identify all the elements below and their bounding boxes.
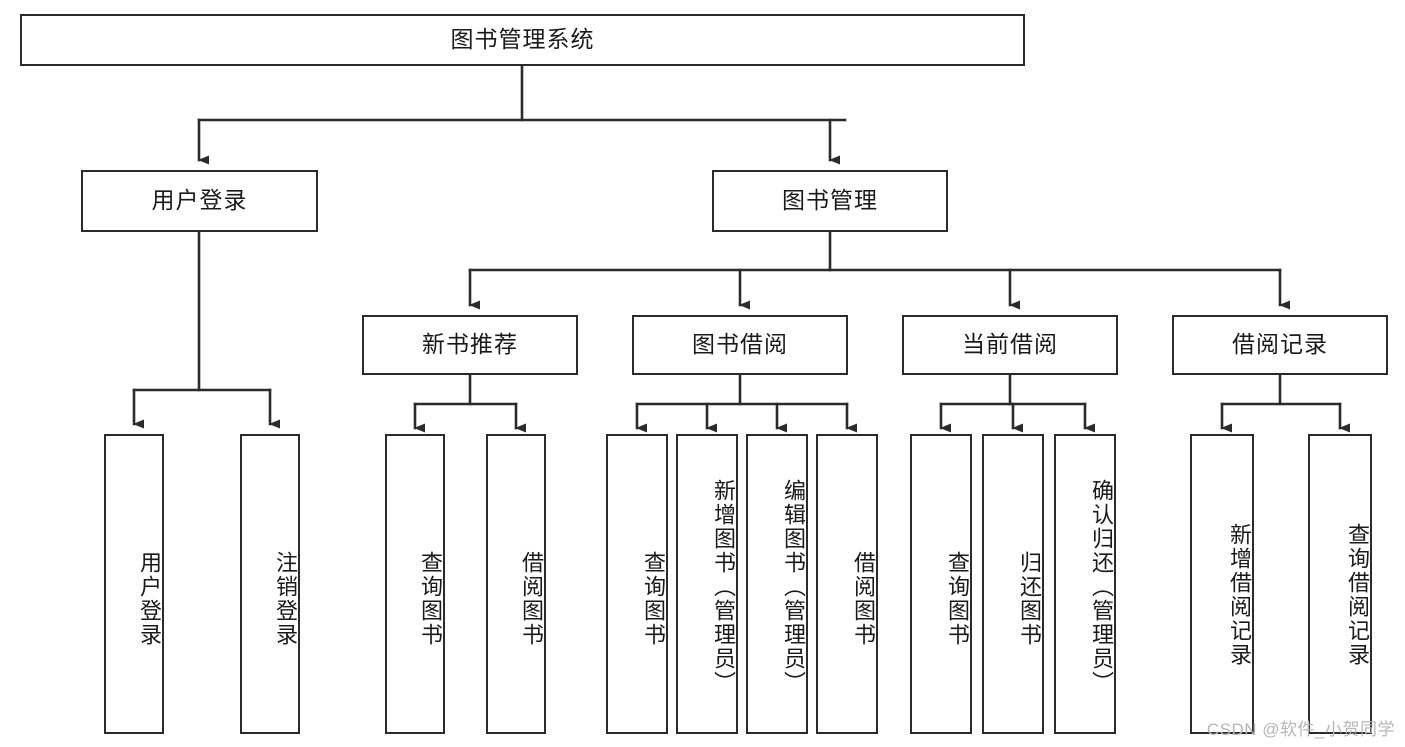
node-leaf-edit-book-admin[interactable]: 编辑图书（管理员）	[746, 434, 808, 734]
node-leaf-confirm-return[interactable]: 确认归还（管理员）	[1054, 434, 1116, 734]
node-leaf-add-record[interactable]: 新增借阅记录	[1190, 434, 1254, 734]
node-leaf-add-book-admin[interactable]: 新增图书（管理员）	[676, 434, 738, 734]
node-book-manage[interactable]: 图书管理	[712, 170, 948, 232]
node-leaf-query-record[interactable]: 查询借阅记录	[1308, 434, 1372, 734]
watermark-text: CSDN @软件_小贺同学	[1206, 720, 1395, 739]
node-leaf-user-logout[interactable]: 注销登录	[240, 434, 300, 734]
node-leaf-query-book-2[interactable]: 查询图书	[606, 434, 668, 734]
node-leaf-query-book-3[interactable]: 查询图书	[910, 434, 972, 734]
node-borrow-record[interactable]: 借阅记录	[1172, 315, 1388, 375]
node-book-borrow[interactable]: 图书借阅	[632, 315, 848, 375]
node-new-book-recommend[interactable]: 新书推荐	[362, 315, 578, 375]
node-leaf-borrow-book-1[interactable]: 借阅图书	[486, 434, 546, 734]
node-leaf-return-book[interactable]: 归还图书	[982, 434, 1044, 734]
node-leaf-borrow-book-2[interactable]: 借阅图书	[816, 434, 878, 734]
node-leaf-user-login[interactable]: 用户登录	[104, 434, 164, 734]
node-root[interactable]: 图书管理系统	[20, 14, 1025, 66]
node-leaf-query-book-1[interactable]: 查询图书	[385, 434, 445, 734]
node-current-borrow[interactable]: 当前借阅	[902, 315, 1118, 375]
node-user-login[interactable]: 用户登录	[81, 170, 318, 232]
